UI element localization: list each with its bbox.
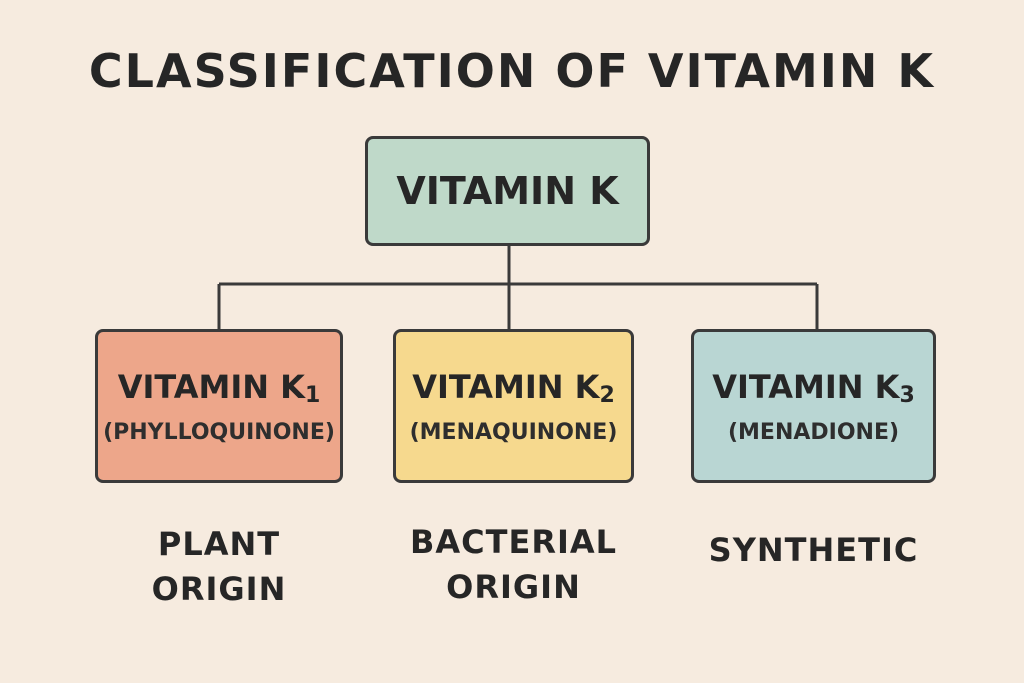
node-k2-name: VITAMIN K2 [412,367,615,408]
origin-label-k2: BACTERIAL ORIGIN [393,520,634,610]
node-vitamin-k1: VITAMIN K1 (PHYLLOQUINONE) [95,329,343,483]
node-vitamin-k2: VITAMIN K2 (MENAQUINONE) [393,329,634,483]
root-node-vitamin-k: VITAMIN K [365,136,650,246]
node-k2-chemical-name: (MENAQUINONE) [409,419,618,445]
origin-k2-line-2: ORIGIN [446,568,581,606]
node-k3-name: VITAMIN K3 [712,367,915,408]
root-node-label: VITAMIN K [396,169,619,213]
node-k2-subscript: 2 [599,382,615,408]
node-k1-name: VITAMIN K1 [117,367,321,408]
origin-label-k1: PLANT ORIGIN [95,522,343,612]
origin-k1-line-2: ORIGIN [151,570,287,608]
origin-label-k3: SYNTHETIC [691,528,936,573]
node-k3-subscript: 3 [899,382,915,408]
origin-k1-line-1: PLANT [157,525,281,563]
origin-k3-line-1: SYNTHETIC [708,531,919,569]
node-k1-subscript: 1 [304,382,321,408]
origin-k2-line-1: BACTERIAL [409,523,618,561]
node-vitamin-k3: VITAMIN K3 (MENADIONE) [691,329,936,483]
diagram-title: CLASSIFICATION OF VITAMIN K [88,44,936,98]
node-k1-chemical-name: (PHYLLOQUINONE) [103,419,335,445]
node-k3-chemical-name: (MENADIONE) [727,419,900,445]
